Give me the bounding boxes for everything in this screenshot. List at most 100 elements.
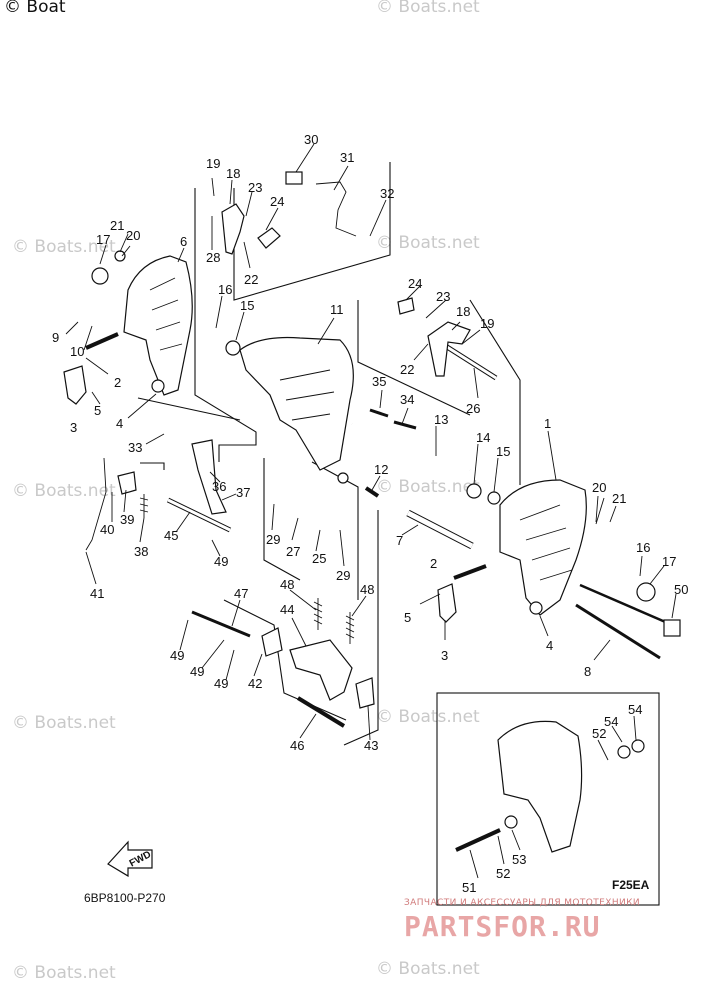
callout-number: 13: [434, 412, 448, 427]
callout-number: 29: [266, 532, 280, 547]
clamp-bracket-right: [499, 479, 587, 616]
diagram-code: 6BP8100-P270: [84, 891, 166, 905]
callout-number: 21: [110, 218, 124, 233]
callout-number: 19: [206, 156, 220, 171]
callout-number: 16: [636, 540, 650, 555]
callout-number: 23: [436, 289, 450, 304]
callout-number: 5: [404, 610, 411, 625]
watermark: © Boats.net: [376, 959, 480, 979]
callout-number: 15: [496, 444, 510, 459]
callout-number: 30: [304, 132, 318, 147]
watermark: © Boats.net: [376, 707, 480, 727]
fwd-arrow: [107, 840, 153, 878]
callout-number: 10: [70, 344, 84, 359]
callout-number: 6: [180, 234, 187, 249]
callout-number: 19: [480, 316, 494, 331]
callout-number: 34: [400, 392, 414, 407]
callout-number: 14: [476, 430, 490, 445]
callout-number: 2: [114, 375, 121, 390]
callout-number: 44: [280, 602, 294, 617]
callout-number: 32: [380, 186, 394, 201]
callout-number: 31: [340, 150, 354, 165]
callout-number: 9: [52, 330, 59, 345]
callout-number: 45: [164, 528, 178, 543]
callout-number: 49: [190, 664, 204, 679]
callout-number: 5: [94, 403, 101, 418]
callout-number: 49: [214, 554, 228, 569]
callout-number: 39: [120, 512, 134, 527]
watermark-top: © Boat: [4, 0, 66, 17]
callout-number: 52: [592, 726, 606, 741]
callout-number: 22: [244, 272, 258, 287]
watermark: © Boats.net: [12, 237, 116, 257]
callout-number: 41: [90, 586, 104, 601]
watermark: © Boats.net: [12, 963, 116, 983]
callout-number: 29: [336, 568, 350, 583]
callout-number: 7: [396, 533, 403, 548]
callout-number: 54: [604, 714, 618, 729]
shop-logo: PARTSFOR.RU: [404, 910, 600, 943]
callout-number: 35: [372, 374, 386, 389]
spring-48b: [345, 612, 355, 644]
tilt-lock-lever: [289, 639, 353, 701]
callout-number: 23: [248, 180, 262, 195]
callout-number: 11: [330, 302, 344, 317]
shop-tagline: ЗАПЧАСТИ И АКСЕССУАРЫ ДЛЯ МОТОТЕХНИКИ: [404, 898, 640, 908]
callout-number: 38: [134, 544, 148, 559]
inset-clamp-bracket: [497, 720, 583, 853]
callout-number: 20: [592, 480, 606, 495]
leader-lines: [65, 143, 677, 879]
callout-number: 42: [248, 676, 262, 691]
callout-number: 4: [116, 416, 123, 431]
clamp-bracket-left: [123, 255, 193, 396]
callout-number: 15: [240, 298, 254, 313]
callout-number: 21: [612, 491, 626, 506]
callout-number: 17: [662, 554, 676, 569]
inset-frame: [436, 692, 660, 906]
callout-number: 17: [96, 232, 110, 247]
callout-number: 48: [360, 582, 374, 597]
callout-numbers: 1223344556789101112131415161516172021181…: [52, 132, 688, 895]
callout-number: 36: [212, 479, 226, 494]
callout-number: 27: [286, 544, 300, 559]
callout-number: 49: [170, 648, 184, 663]
callout-number: 4: [546, 638, 553, 653]
callout-number: 49: [214, 676, 228, 691]
callout-number: 28: [206, 250, 220, 265]
callout-number: 25: [312, 551, 326, 566]
callout-number: 20: [126, 228, 140, 243]
callout-number: 1: [544, 416, 551, 431]
callout-number: 37: [236, 485, 250, 500]
watermark: © Boats.net: [376, 233, 480, 253]
callout-number: 18: [226, 166, 240, 181]
callout-number: 22: [400, 362, 414, 377]
callout-number: 50: [674, 582, 688, 597]
callout-number: 8: [584, 664, 591, 679]
swivel-bracket: [239, 336, 354, 471]
callout-number: 48: [280, 577, 294, 592]
callout-number: 24: [408, 276, 422, 291]
watermark: © Boats.net: [376, 477, 480, 497]
callout-number: 46: [290, 738, 304, 753]
inset-model-label: F25EA: [612, 878, 650, 892]
callout-number: 40: [100, 522, 114, 537]
callout-number: 54: [628, 702, 642, 717]
watermark: © Boats.net: [376, 0, 480, 17]
watermarks: © Boat © Boats.net © Boats.net © Boats.n…: [4, 0, 480, 983]
callout-number: 12: [374, 462, 388, 477]
parts: [63, 171, 681, 878]
bushing-17-right: [636, 582, 656, 602]
callout-number: 3: [441, 648, 448, 663]
callout-number: 47: [234, 586, 248, 601]
callout-number: 53: [512, 852, 526, 867]
callout-number: 3: [70, 420, 77, 435]
callout-number: 43: [364, 738, 378, 753]
spring-48a: [313, 598, 323, 630]
callout-number: 33: [128, 440, 142, 455]
watermark: © Boats.net: [12, 713, 116, 733]
callout-number: 18: [456, 304, 470, 319]
bushing-17-left: [91, 267, 109, 285]
callout-number: 16: [218, 282, 232, 297]
callout-number: 24: [270, 194, 284, 209]
